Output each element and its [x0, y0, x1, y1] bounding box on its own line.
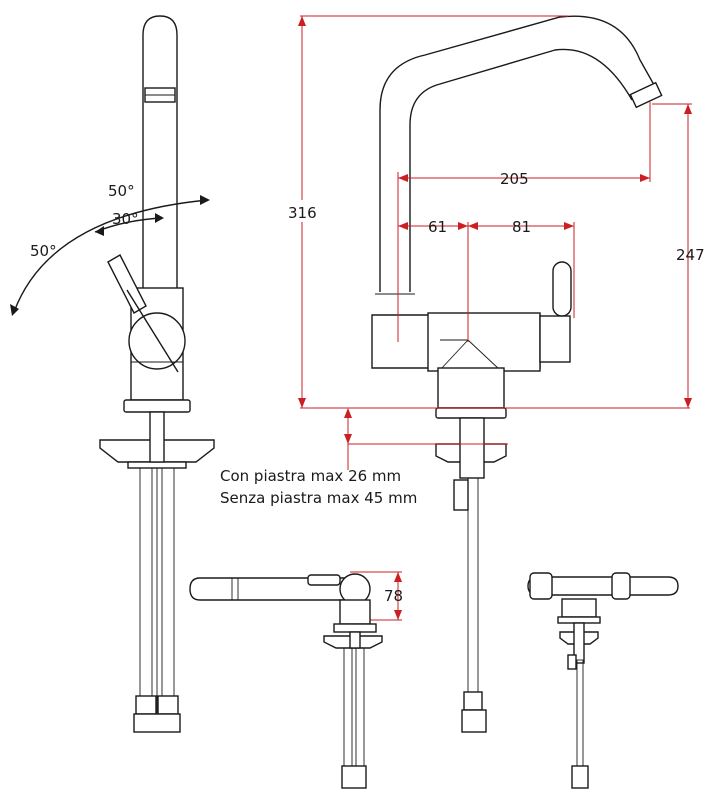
- dim-316: 316: [288, 204, 317, 222]
- front-view: [371, 15, 663, 733]
- dim-78: 78: [384, 587, 403, 605]
- angle-label-outer: 50°: [108, 182, 135, 200]
- angle-label-left: 50°: [30, 242, 57, 260]
- dim-61: 61: [428, 218, 447, 236]
- angle-label-lever: 30°: [112, 210, 139, 228]
- dim-205: 205: [500, 170, 529, 188]
- note-with-plate: Con piastra max 26 mm: [220, 467, 401, 485]
- rear-view-small: [527, 572, 679, 789]
- dimension-lines: [292, 15, 692, 621]
- side-view-small: [189, 573, 383, 789]
- side-view: 50° 50° 30°: [10, 15, 215, 733]
- dim-81: 81: [512, 218, 531, 236]
- dim-247: 247: [676, 246, 705, 264]
- note-without-plate: Senza piastra max 45 mm: [220, 489, 417, 507]
